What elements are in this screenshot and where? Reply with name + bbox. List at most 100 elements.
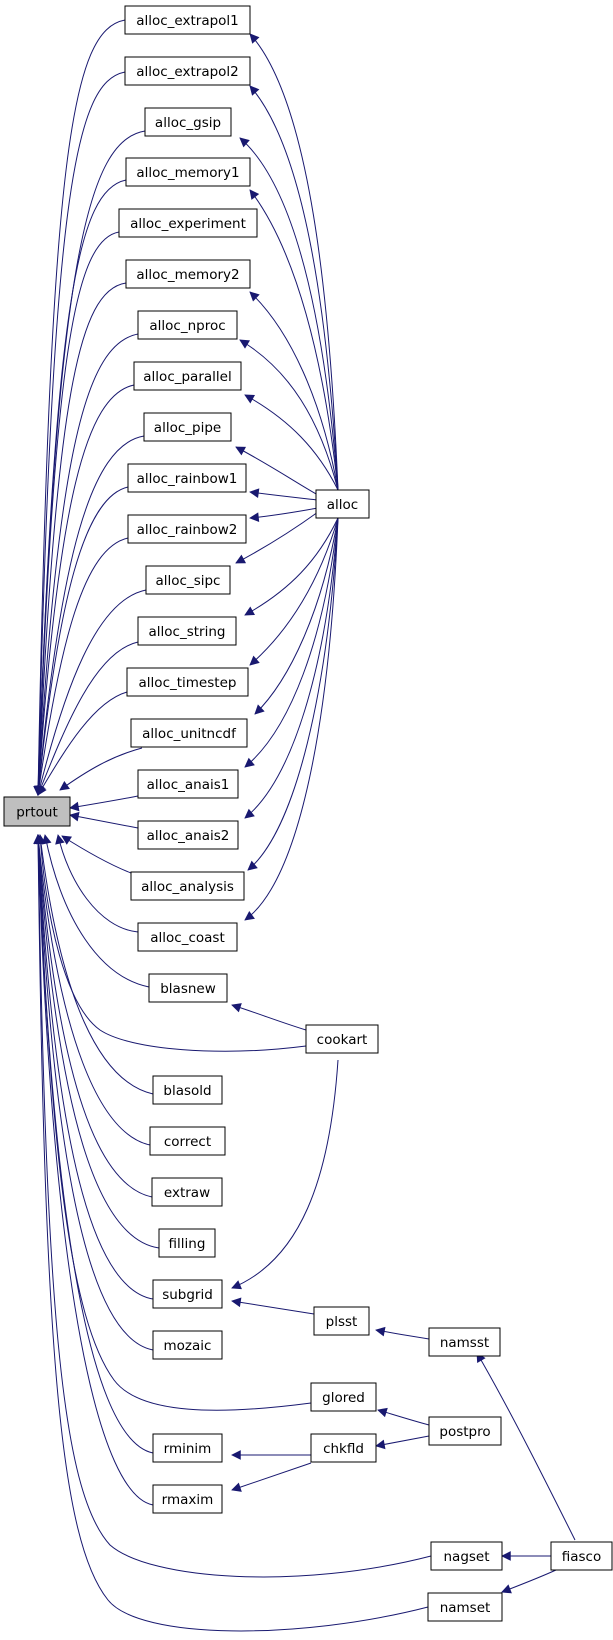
node-label-alloc_unitncdf: alloc_unitncdf xyxy=(142,726,237,742)
node-box-alloc_timestep xyxy=(126,667,249,697)
node-fiasco[interactable]: fiasco xyxy=(550,1541,613,1571)
node-alloc_coast[interactable]: alloc_coast xyxy=(137,922,238,952)
node-alloc_anais2[interactable]: alloc_anais2 xyxy=(137,820,239,850)
node-rminim[interactable]: rminim xyxy=(152,1433,223,1463)
node-alloc_sipc[interactable]: alloc_sipc xyxy=(145,565,231,595)
node-filling[interactable]: filling xyxy=(158,1228,216,1258)
node-alloc_extrapol1[interactable]: alloc_extrapol1 xyxy=(124,5,251,35)
node-subgrid[interactable]: subgrid xyxy=(152,1279,223,1309)
node-alloc_parallel[interactable]: alloc_parallel xyxy=(133,361,242,391)
node-alloc_rainbow2[interactable]: alloc_rainbow2 xyxy=(127,514,247,544)
node-label-blasnew: blasnew xyxy=(160,981,216,997)
node-alloc_gsip[interactable]: alloc_gsip xyxy=(144,107,232,137)
edge-alloc-alloc_coast xyxy=(245,517,339,920)
node-alloc_rainbow1[interactable]: alloc_rainbow1 xyxy=(127,463,247,493)
node-box-alloc_string xyxy=(137,616,237,646)
node-prtout[interactable]: prtout xyxy=(3,796,71,827)
edge-alloc-alloc_unitncdf xyxy=(255,517,339,714)
node-box-alloc_nproc xyxy=(137,310,238,340)
edge-glored-prtout xyxy=(38,835,312,1411)
node-label-alloc_analysis: alloc_analysis xyxy=(141,879,234,895)
node-box-plsst xyxy=(313,1306,370,1336)
edge-alloc_experiment-prtout xyxy=(38,231,120,795)
node-alloc_experiment[interactable]: alloc_experiment xyxy=(118,208,258,238)
node-chkfld[interactable]: chkfld xyxy=(310,1433,377,1463)
edge-alloc-alloc_anais1 xyxy=(245,517,339,767)
node-box-blasnew xyxy=(148,973,228,1003)
node-namsst[interactable]: namsst xyxy=(428,1327,501,1357)
node-box-rminim xyxy=(152,1433,223,1463)
node-label-alloc_timestep: alloc_timestep xyxy=(139,675,237,691)
node-alloc_pipe[interactable]: alloc_pipe xyxy=(143,412,232,442)
node-box-alloc_anais2 xyxy=(137,820,239,850)
node-label-alloc_nproc: alloc_nproc xyxy=(149,318,225,334)
edge-alloc_rainbow1-prtout xyxy=(38,486,129,795)
edge-blasnew-prtout xyxy=(45,835,150,988)
node-label-prtout: prtout xyxy=(16,805,58,821)
edge-alloc_anais2-prtout xyxy=(70,815,139,829)
node-correct[interactable]: correct xyxy=(149,1126,226,1156)
edge-blasold-prtout xyxy=(40,835,154,1095)
node-alloc_extrapol2[interactable]: alloc_extrapol2 xyxy=(124,56,251,86)
node-label-namset: namset xyxy=(440,1600,491,1616)
node-postpro[interactable]: postpro xyxy=(428,1416,502,1446)
node-rmaxim[interactable]: rmaxim xyxy=(152,1484,223,1514)
node-box-alloc_pipe xyxy=(143,412,232,442)
node-cookart[interactable]: cookart xyxy=(305,1024,379,1054)
node-box-prtout xyxy=(3,796,71,827)
node-box-rmaxim xyxy=(152,1484,223,1514)
node-namset[interactable]: namset xyxy=(427,1592,503,1622)
node-blasnew[interactable]: blasnew xyxy=(148,973,228,1003)
node-alloc_string[interactable]: alloc_string xyxy=(137,616,237,646)
edge-postpro-glored xyxy=(378,1410,430,1426)
node-box-postpro xyxy=(428,1416,502,1446)
node-alloc_nproc[interactable]: alloc_nproc xyxy=(137,310,238,340)
node-glored[interactable]: glored xyxy=(310,1382,377,1412)
node-box-alloc_extrapol2 xyxy=(124,56,251,86)
edge-filling-prtout xyxy=(38,835,160,1249)
node-label-alloc_gsip: alloc_gsip xyxy=(155,115,221,131)
edge-alloc_analysis-prtout xyxy=(62,836,132,874)
edge-alloc-alloc_string xyxy=(245,517,339,615)
node-box-alloc_experiment xyxy=(118,208,258,238)
node-blasold[interactable]: blasold xyxy=(152,1075,223,1105)
edge-alloc-alloc_rainbow2 xyxy=(250,507,319,518)
edges xyxy=(38,19,576,1632)
node-mozaic[interactable]: mozaic xyxy=(152,1330,223,1360)
edge-alloc_extrapol2-prtout xyxy=(38,71,126,795)
node-box-alloc_rainbow2 xyxy=(127,514,247,544)
edge-alloc_extrapol1-prtout xyxy=(38,19,126,795)
node-label-fiasco: fiasco xyxy=(562,1549,602,1565)
node-alloc_analysis[interactable]: alloc_analysis xyxy=(130,871,245,901)
edge-alloc-alloc_extrapol2 xyxy=(250,86,339,491)
node-nagset[interactable]: nagset xyxy=(430,1541,503,1571)
node-alloc_unitncdf[interactable]: alloc_unitncdf xyxy=(130,718,248,748)
edge-cookart-blasnew xyxy=(232,1005,307,1031)
node-box-alloc_anais1 xyxy=(137,769,239,799)
edge-alloc_anais1-prtout xyxy=(70,795,139,808)
node-label-alloc_coast: alloc_coast xyxy=(150,930,225,946)
node-label-alloc_anais1: alloc_anais1 xyxy=(147,777,230,793)
node-alloc_memory2[interactable]: alloc_memory2 xyxy=(125,259,251,289)
edge-alloc_parallel-prtout xyxy=(38,384,135,795)
node-label-alloc_string: alloc_string xyxy=(149,624,226,640)
edge-alloc_unitncdf-prtout xyxy=(60,747,143,790)
edge-cookart-prtout xyxy=(40,835,307,1052)
node-box-fiasco xyxy=(550,1541,613,1571)
node-plsst[interactable]: plsst xyxy=(313,1306,370,1336)
node-alloc_anais1[interactable]: alloc_anais1 xyxy=(137,769,239,799)
edge-correct-prtout xyxy=(38,835,151,1146)
edge-alloc-alloc_extrapol1 xyxy=(250,34,339,491)
edge-alloc_nproc-prtout xyxy=(38,333,139,795)
edge-alloc-alloc_parallel xyxy=(245,395,339,491)
node-alloc[interactable]: alloc xyxy=(315,489,370,519)
node-extraw[interactable]: extraw xyxy=(151,1177,223,1207)
edge-mozaic-prtout xyxy=(38,835,154,1351)
node-label-alloc_memory1: alloc_memory1 xyxy=(136,165,239,181)
node-alloc_timestep[interactable]: alloc_timestep xyxy=(126,667,249,697)
edge-namsst-plsst xyxy=(376,1330,430,1340)
node-alloc_memory1[interactable]: alloc_memory1 xyxy=(125,157,251,187)
node-box-cookart xyxy=(305,1024,379,1054)
node-label-alloc_anais2: alloc_anais2 xyxy=(147,828,230,844)
node-label-glored: glored xyxy=(322,1390,365,1406)
